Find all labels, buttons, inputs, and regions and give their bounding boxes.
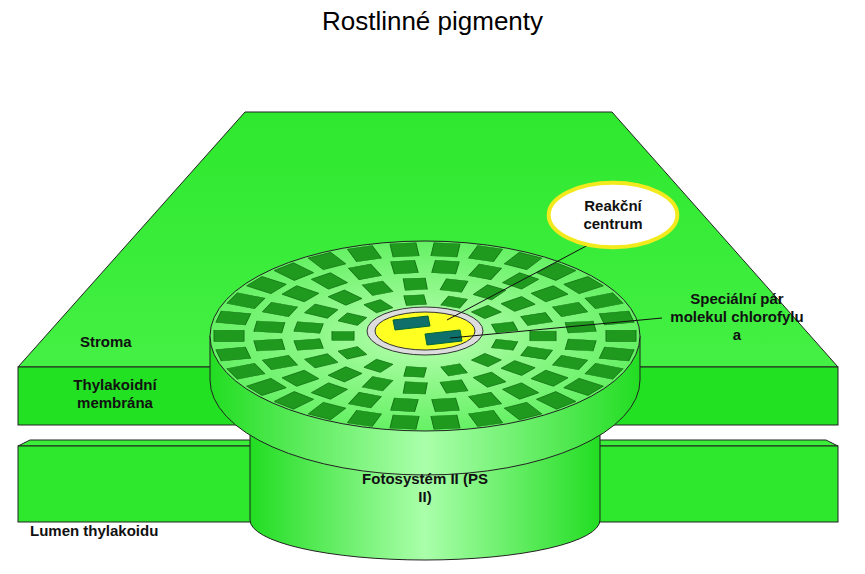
callout-ellipse: Reakční centrum: [546, 180, 680, 250]
node-text-group: Reakční centrum: [568, 197, 658, 233]
photosystem-disc-top: [210, 241, 640, 431]
reaction-center: [375, 312, 475, 350]
leader-line: [450, 318, 662, 338]
upper-slab-top: [18, 112, 838, 367]
reaction-center-ring: [367, 307, 483, 355]
region-label: Lumen thylakoidu: [30, 522, 158, 540]
chlorophyll-a: [393, 316, 430, 330]
region-label: Thylakoidní membrána: [50, 376, 180, 412]
chlorophyll-pair-label: Speciální pár molekul chlorofylu a: [667, 290, 807, 344]
diagram-title: Rostlinné pigmenty: [0, 6, 865, 37]
leader-line: [447, 244, 590, 320]
region-label: Stroma: [80, 333, 132, 351]
node-text: Reakční centrum: [568, 197, 658, 233]
node-text: Fotosystém II (PS II): [360, 470, 490, 506]
node-text-group: Fotosystém II (PS II): [360, 470, 490, 506]
antenna-chlorophylls: [214, 243, 636, 430]
photosystem-label-area: Fotosystém II (PS II): [350, 458, 500, 518]
